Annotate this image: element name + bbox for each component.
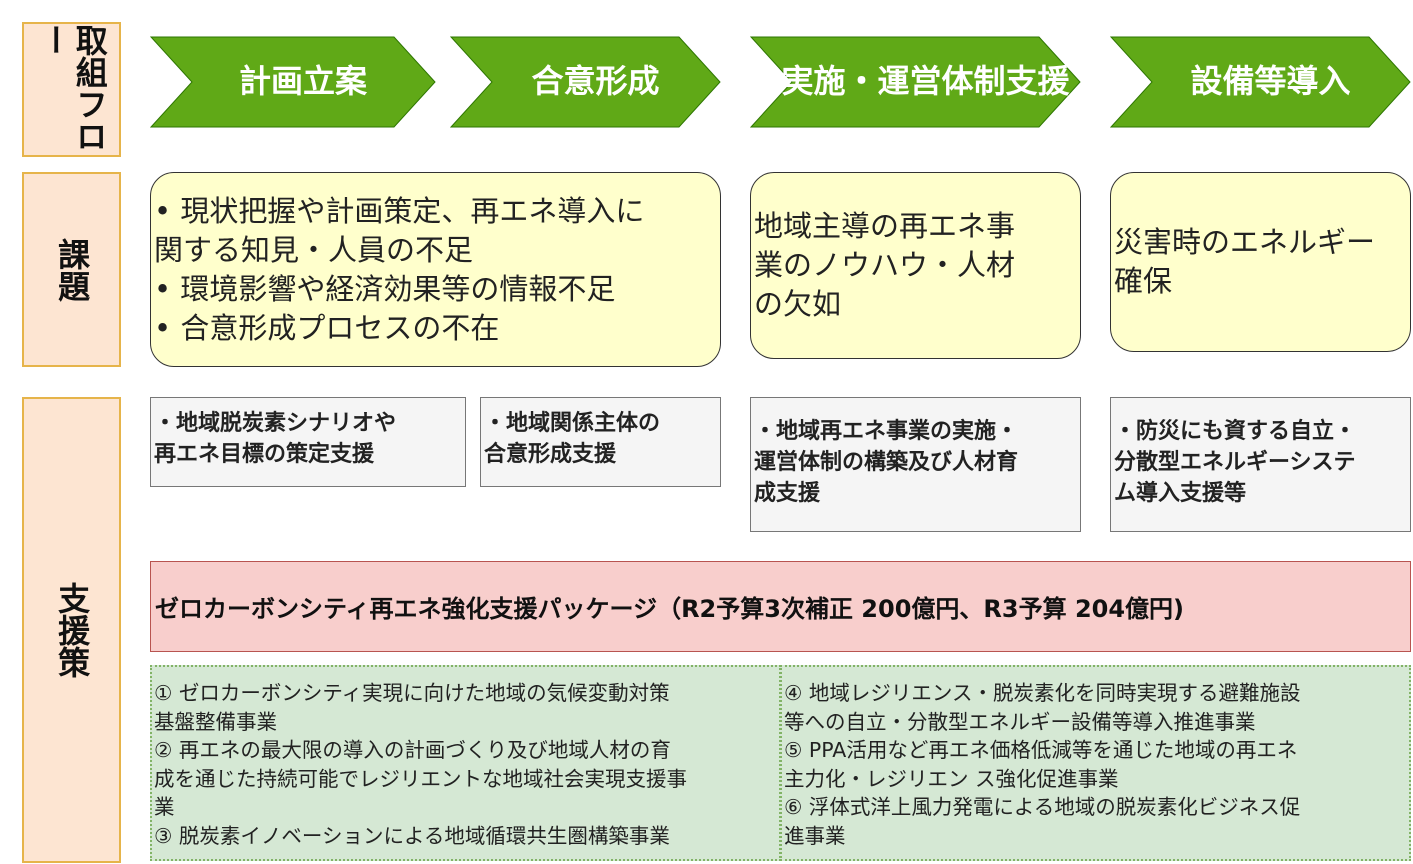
text-line: 災害時のエネルギー [1114, 225, 1376, 259]
package-title: ゼロカーボンシティ再エネ強化支援パッケージ（R2予算3次補正 200億円、R3予… [155, 595, 1185, 623]
chevron-arrow-icon [750, 36, 1081, 128]
flow-step-arrow: 設備等導入 [1110, 36, 1411, 128]
text-line: ・地域脱炭素シナリオや [154, 411, 397, 436]
text-line: 地域主導の再エネ事 [754, 209, 1016, 243]
text-line: ・地域関係主体の [484, 411, 661, 436]
chevron-arrow-icon [150, 36, 436, 128]
text-line: 業 [154, 795, 175, 819]
text-line: 成支援 [754, 481, 821, 506]
support-box: ・地域再エネ事業の実施・運営体制の構築及び人材育成支援 [750, 397, 1081, 532]
text-line: 分散型エネルギーシステ [1114, 450, 1356, 475]
text-line: 計画立案 [238, 62, 367, 101]
text-line: 再エネ目標の策定支援 [154, 442, 375, 467]
text-line: 進事業 [784, 823, 846, 848]
text-line: ・地域再エネ事業の実施・ [754, 419, 1019, 444]
text-line: 基盤整備事業 [154, 709, 277, 734]
row-label-support-text: 支援策 [53, 582, 92, 678]
text-line: 設備等導入 [1190, 62, 1351, 101]
text-line: 成を通じた持続可能でレジリエントな地域社会実現支援事 [154, 766, 687, 791]
text-line: • 現状把握や計画策定、再エネ導入に [154, 193, 645, 228]
text-line: の欠如 [754, 287, 842, 321]
flow-step-label: 設備等導入 [1110, 36, 1411, 128]
issue-box: 災害時のエネルギー確保 [1110, 172, 1411, 352]
text-line: ① ゼロカーボンシティ実現に向けた地域の気候変動対策 [154, 681, 670, 705]
text-line: • 環境影響や経済効果等の情報不足 [154, 271, 616, 306]
text-line: ・防災にも資する自立・ [1114, 419, 1357, 444]
flow-step-label: 実施・運営体制支援 [750, 36, 1081, 128]
programs-left: ① ゼロカーボンシティ実現に向けた地域の気候変動対策基盤整備事業 ② 再エネの最大… [150, 665, 781, 861]
text-line: 合意形成支援 [484, 442, 617, 467]
text-line: ⑥ 浮体式洋上風力発電による地域の脱炭素化ビジネス促 [784, 795, 1301, 819]
row-label-support: 支援策 [22, 397, 121, 863]
text-line: ム導入支援等 [1114, 481, 1247, 506]
text-line: ③ 脱炭素イノベーションによる地域循環共生圏構築事業 [154, 823, 670, 848]
issue-box: 地域主導の再エネ事業のノウハウ・人材の欠如 [750, 172, 1081, 359]
text-line: 業のノウハウ・人材 [754, 248, 1016, 282]
flow-step-label: 合意形成 [450, 36, 721, 128]
support-box: ・地域脱炭素シナリオや再エネ目標の策定支援 [150, 397, 466, 487]
text-line: 実施・運営 [781, 62, 942, 101]
text-line: ⑤ PPA活用など再エネ価格低減等を通じた地域の再エネ [784, 738, 1298, 762]
flow-step-arrow: 合意形成 [450, 36, 721, 128]
flow-step-arrow: 計画立案 [150, 36, 436, 128]
flow-step-label: 計画立案 [150, 36, 436, 128]
issue-box: • 現状把握や計画策定、再エネ導入に関する知見・人員の不足 • 環境影響や経済効果… [150, 172, 721, 367]
row-label-issues: 課題 [22, 172, 121, 367]
row-label-flow-text: 取組フロー [35, 24, 109, 152]
text-line: 体制支援 [941, 62, 1070, 101]
flow-step-arrow: 実施・運営体制支援 [750, 36, 1081, 128]
chevron-arrow-icon [1110, 36, 1411, 128]
text-line: ④ 地域レジリエンス・脱炭素化を同時実現する避難施設 [784, 681, 1301, 705]
row-label-issues-text: 課題 [53, 237, 92, 302]
chevron-arrow-icon [450, 36, 721, 128]
support-box: ・防災にも資する自立・分散型エネルギーシステム導入支援等 [1110, 397, 1411, 532]
text-line: 等への自立・分散型エネルギー設備等導入推進事業 [784, 709, 1256, 734]
package-banner: ゼロカーボンシティ再エネ強化支援パッケージ（R2予算3次補正 200億円、R3予… [150, 561, 1411, 652]
text-line: 運営体制の構築及び人材育 [754, 450, 1019, 475]
text-line: ② 再エネの最大限の導入の計画づくり及び地域人材の育 [154, 738, 671, 762]
text-line: 確保 [1114, 264, 1173, 298]
programs-right: ④ 地域レジリエンス・脱炭素化を同時実現する避難施設等への自立・分散型エネルギー… [780, 665, 1411, 861]
text-line: • 合意形成プロセスの不在 [154, 310, 500, 345]
text-line: 合意形成 [531, 62, 660, 101]
row-label-flow: 取組フロー [22, 22, 121, 157]
text-line: 主力化・レジリエン ス強化促進事業 [784, 766, 1119, 791]
support-box: ・地域関係主体の合意形成支援 [480, 397, 721, 487]
text-line: 関する知見・人員の不足 [154, 232, 474, 267]
